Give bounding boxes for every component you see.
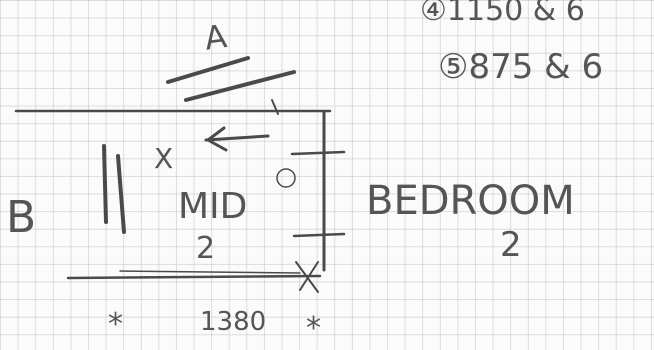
door-tick-bottom [292,232,346,238]
width-dimension: 1380 [200,307,266,337]
room-name: MID [178,186,247,227]
top-x-mark: X [154,142,173,175]
neighbour-room-number: 2 [500,225,522,265]
bottom-wall-line [66,274,322,280]
arrow-head [206,126,228,152]
hatch-line-2 [184,70,296,102]
hatch-line-1 [166,56,250,84]
arrow-line [204,134,270,142]
corner-x-mark [295,261,319,293]
left-wall-line-2 [116,154,126,234]
room-ref-circle [276,168,296,188]
corner-mark-right: * [306,311,321,346]
room-number: 2 [196,231,215,266]
neighbour-room-name: BEDROOM [366,178,575,224]
door-tick-top [290,150,346,156]
note-line-4: ④1150 & 6 [420,0,585,28]
corner-mark-left: * [108,307,123,342]
left-wall-line-1 [102,144,108,224]
label-b: B [6,192,36,243]
note-line-5: ⑤875 & 6 [438,47,603,87]
label-a: A [202,17,229,58]
bottom-wall-inner-line [119,270,301,274]
top-wall-tick [271,99,279,115]
